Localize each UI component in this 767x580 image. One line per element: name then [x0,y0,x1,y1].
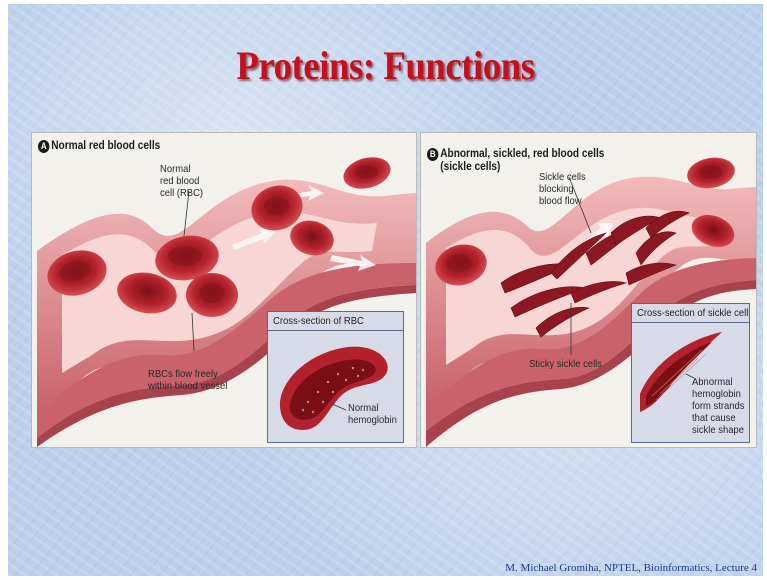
label-abnormal-hemoglobin-line4: that cause [692,412,745,424]
label-abnormal-hemoglobin-line3: form strands [692,400,745,412]
rbc-cross-section-inset: Cross-section of RBC Normal hemoglobin [267,311,404,443]
slide-title: Proteins: Functions [38,42,733,89]
label-normal-rbc-line2: red blood [160,175,203,187]
slide: Proteins: Functions [8,4,763,576]
label-sticky-sickle-cells: Sticky sickle cells [529,358,602,370]
label-sickle-blocking: Sickle cells blocking blood flow [539,171,586,207]
panel-b-caption-line1: Abnormal, sickled, red blood cells [440,148,604,160]
label-sickle-blocking-line2: blocking [539,183,586,195]
label-rbc-flow-line2: within blood vessel [148,380,227,392]
label-sickle-blocking-line3: blood flow [539,195,586,207]
label-abnormal-hemoglobin-line1: Abnormal [692,376,745,388]
label-rbc-flow: RBCs flow freely within blood vessel [148,368,227,392]
label-rbc-flow-line1: RBCs flow freely [148,368,227,380]
label-normal-rbc-line3: cell (RBC) [160,187,203,199]
sickle-cross-section-inset: Cross-section of sickle cell Abnormal he… [631,303,750,443]
label-normal-hemoglobin-line2: hemoglobin [348,414,397,426]
label-abnormal-hemoglobin-line2: hemoglobin [692,388,745,400]
panel-a-caption-text: Normal red blood cells [51,140,160,152]
panel-b-caption-line2: (sickle cells) [440,161,500,173]
footer-credit: M. Michael Gromiha, NPTEL, Bioinformatic… [505,562,757,574]
label-sickle-blocking-line1: Sickle cells [539,171,586,183]
label-normal-rbc-line1: Normal [160,163,203,175]
label-normal-hemoglobin-line1: Normal [348,402,397,414]
label-abnormal-hemoglobin: Abnormal hemoglobin form strands that ca… [692,376,745,436]
label-normal-hemoglobin: Normal hemoglobin [348,402,397,426]
label-abnormal-hemoglobin-line5: sickle shape [692,424,745,436]
panel-b-badge: B [427,148,438,161]
label-normal-rbc: Normal red blood cell (RBC) [160,163,203,199]
panel-a-badge: A [38,140,49,153]
